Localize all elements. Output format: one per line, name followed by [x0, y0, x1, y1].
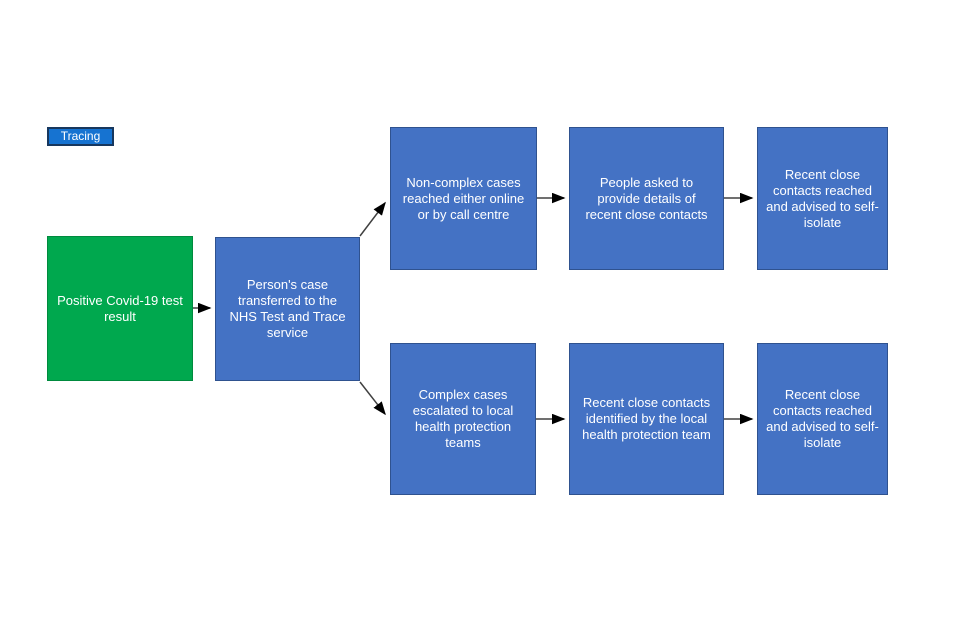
node-self-isolate-bottom: Recent close contacts reached and advise… — [757, 343, 888, 495]
node-complex-cases: Complex cases escalated to local health … — [390, 343, 536, 495]
node-self-isolate-top: Recent close contacts reached and advise… — [757, 127, 888, 270]
node-case-transferred: Person's case transferred to the NHS Tes… — [215, 237, 360, 381]
arrow-transfer-to-complex — [359, 381, 386, 416]
node-provide-details: People asked to provide details of recen… — [569, 127, 724, 270]
arrow-transfer-to-noncomplex — [359, 201, 386, 237]
node-contacts-identified: Recent close contacts identified by the … — [569, 343, 724, 495]
node-non-complex-cases: Non-complex cases reached either online … — [390, 127, 537, 270]
node-positive-test: Positive Covid-19 test result — [47, 236, 193, 381]
tracing-label: Tracing — [47, 127, 114, 146]
